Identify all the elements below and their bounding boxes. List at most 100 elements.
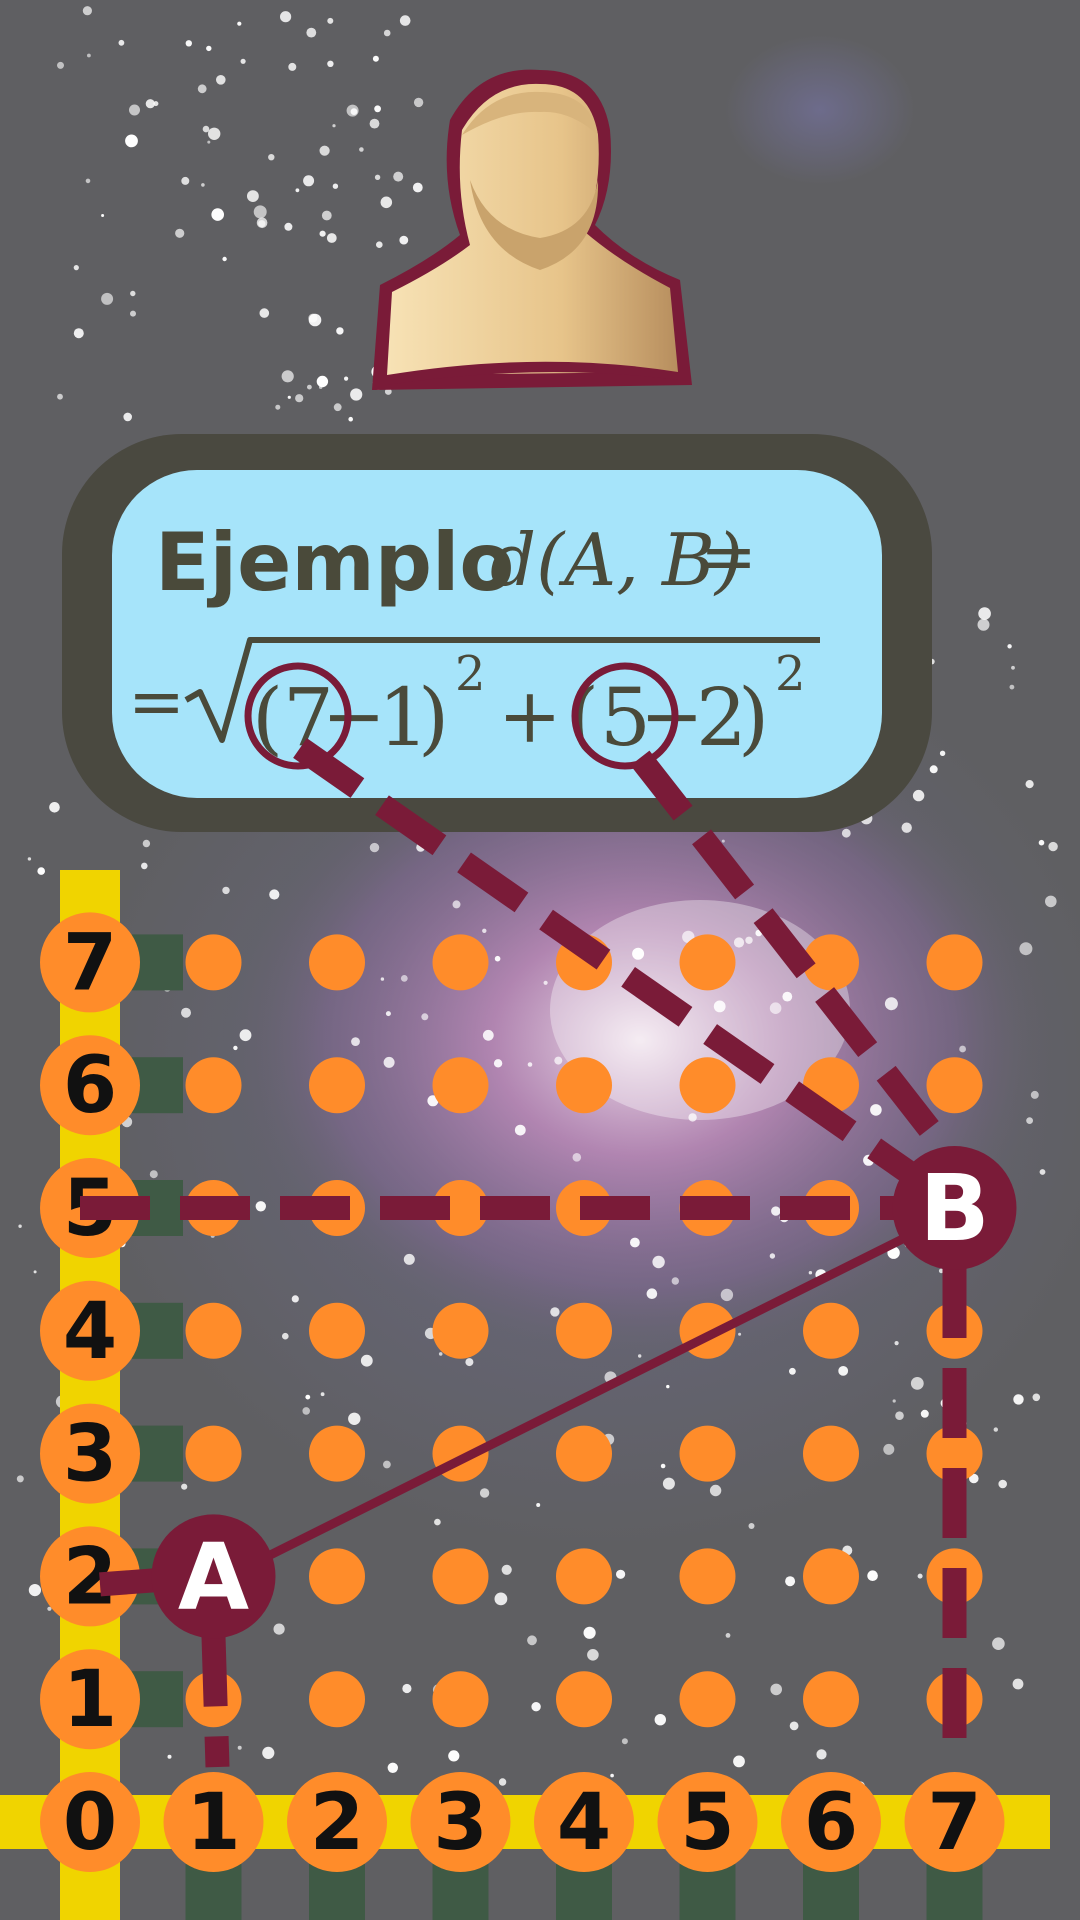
x-tick-label: 6 — [804, 1778, 858, 1868]
y-tick-badge — [40, 1526, 140, 1627]
x-tick-label: 5 — [680, 1778, 734, 1868]
star — [789, 1721, 799, 1731]
star — [738, 1332, 742, 1336]
star — [125, 134, 138, 148]
star — [129, 104, 140, 116]
star — [610, 1773, 614, 1778]
connector-xb-to-b — [293, 738, 917, 1183]
y-tick-label: 3 — [63, 1410, 117, 1500]
formula-card: Ejemplo d(A, B) = = ( 7 − 1 ) 2 + ( 5 − … — [62, 434, 932, 832]
star — [630, 1237, 640, 1248]
star — [969, 1473, 979, 1484]
star — [149, 1170, 158, 1179]
star — [123, 412, 132, 422]
star — [403, 1253, 415, 1265]
star — [448, 1750, 460, 1762]
grid-dot — [803, 1671, 859, 1728]
star — [73, 328, 84, 339]
star — [207, 140, 211, 144]
star — [302, 1407, 311, 1415]
star — [769, 1002, 782, 1014]
star — [910, 1377, 924, 1390]
star — [28, 1584, 41, 1597]
star — [400, 975, 408, 982]
star — [785, 1576, 796, 1587]
star — [57, 393, 63, 400]
star — [130, 310, 136, 317]
star — [527, 1635, 537, 1646]
background-haze — [725, 35, 915, 185]
star — [621, 1738, 628, 1745]
star — [493, 1059, 503, 1068]
grid-dot — [556, 1671, 612, 1728]
star — [326, 233, 337, 243]
highlight-ring-xb — [244, 662, 352, 770]
star — [666, 1384, 670, 1389]
grid-dot — [803, 1302, 859, 1359]
star — [145, 99, 155, 109]
star — [208, 127, 221, 140]
star — [652, 1255, 665, 1269]
x-tick-label: 7 — [927, 1778, 981, 1868]
highlight-ring-yb — [571, 662, 679, 770]
star — [374, 105, 381, 113]
star — [202, 125, 210, 133]
star — [383, 1056, 395, 1068]
star — [413, 97, 424, 108]
grid-dot — [309, 1425, 365, 1482]
star — [498, 1778, 507, 1786]
star — [319, 230, 326, 237]
star — [977, 618, 990, 631]
star — [206, 45, 212, 52]
radical-sign — [184, 637, 820, 743]
star — [399, 235, 409, 245]
grid-dot — [309, 1302, 365, 1359]
star — [369, 118, 380, 129]
x-axis — [0, 1795, 1050, 1849]
x-tick-badge — [904, 1772, 1005, 1872]
star — [393, 171, 404, 182]
star — [1045, 895, 1057, 908]
grid-dot — [926, 1057, 983, 1114]
star — [494, 1592, 508, 1606]
star — [237, 21, 242, 26]
star — [1009, 684, 1015, 690]
star — [327, 60, 334, 67]
star — [262, 1746, 275, 1759]
star — [101, 214, 105, 217]
star — [307, 384, 312, 390]
grid-dot — [556, 1425, 612, 1482]
star — [222, 886, 230, 895]
star — [37, 867, 45, 875]
grid-dot — [185, 1425, 242, 1482]
star — [320, 1392, 325, 1397]
star — [216, 75, 226, 85]
star — [660, 1463, 666, 1469]
star — [920, 1409, 929, 1418]
grid-dot — [803, 1548, 859, 1605]
star — [870, 1104, 882, 1116]
star — [306, 27, 317, 38]
star — [892, 1399, 896, 1403]
star — [281, 370, 294, 383]
point-a-marker — [151, 1514, 276, 1639]
star — [222, 256, 227, 262]
star — [380, 977, 385, 981]
grid-dot — [309, 1671, 365, 1728]
x-tick-label: 4 — [557, 1778, 611, 1868]
star — [280, 11, 292, 23]
grid-dot — [803, 1425, 859, 1482]
connector-yb-to-b — [630, 750, 954, 1156]
y-tick-badge — [40, 1403, 140, 1504]
star — [895, 1411, 904, 1420]
star — [527, 1062, 533, 1067]
term-xa: 1 — [378, 671, 429, 764]
term-yb: 5 — [600, 671, 651, 764]
star — [514, 1124, 526, 1136]
point-b-marker — [892, 1146, 1017, 1270]
star — [771, 1206, 781, 1216]
x-tick-badge — [163, 1772, 264, 1872]
star — [938, 1268, 944, 1274]
star — [383, 1460, 391, 1469]
